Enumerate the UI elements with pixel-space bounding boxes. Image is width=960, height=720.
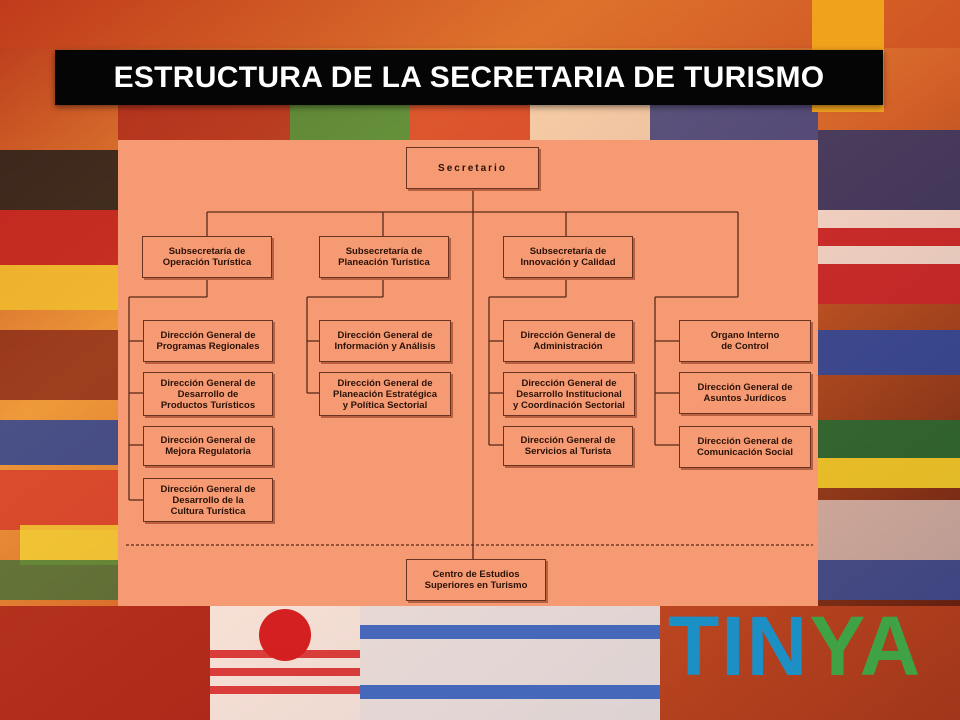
box-dg-desarrollo-institucional: Dirección General de Desarrollo Instituc…: [503, 372, 635, 416]
org-chart-panel: Secretario Subsecretaría de Operación Tu…: [118, 140, 818, 606]
box-subsecretaria-planeacion: Subsecretaría de Planeación Turística: [319, 236, 449, 278]
org-chart-connectors: [126, 189, 813, 560]
box-dg-servicios-turista: Dirección General de Servicios al Turist…: [503, 426, 633, 466]
box-dg-programas-regionales: Dirección General de Programas Regionale…: [143, 320, 273, 362]
box-dg-productos-turisticos: Dirección General de Desarrollo de Produ…: [143, 372, 273, 416]
box-dg-planeacion-estrategica: Dirección General de Planeación Estratég…: [319, 372, 451, 416]
tinya-logo: TINYA: [668, 596, 948, 696]
slide-title: ESTRUCTURA DE LA SECRETARIA DE TURISMO: [113, 60, 825, 94]
box-centro-estudios: Centro de Estudios Superiores en Turismo: [406, 559, 546, 601]
box-dg-administracion: Dirección General de Administración: [503, 320, 633, 362]
title-bar: ESTRUCTURA DE LA SECRETARIA DE TURISMO: [55, 50, 883, 105]
logo-part-2: YA: [809, 599, 923, 693]
box-dg-cultura-turistica: Dirección General de Desarrollo de la Cu…: [143, 478, 273, 522]
box-dg-asuntos-juridicos: Dirección General de Asuntos Jurídicos: [679, 372, 811, 414]
box-subsecretaria-operacion: Subsecretaría de Operación Turística: [142, 236, 272, 278]
box-dg-mejora-regulatoria: Dirección General de Mejora Regulatoria: [143, 426, 273, 466]
box-secretario: Secretario: [406, 147, 539, 189]
box-organo-interno-control: Organo Interno de Control: [679, 320, 811, 362]
box-dg-informacion-analisis: Dirección General de Información y Análi…: [319, 320, 451, 362]
logo-part-1: TIN: [668, 599, 810, 693]
box-dg-comunicacion-social: Dirección General de Comunicación Social: [679, 426, 811, 468]
box-subsecretaria-innovacion: Subsecretaría de Innovación y Calidad: [503, 236, 633, 278]
